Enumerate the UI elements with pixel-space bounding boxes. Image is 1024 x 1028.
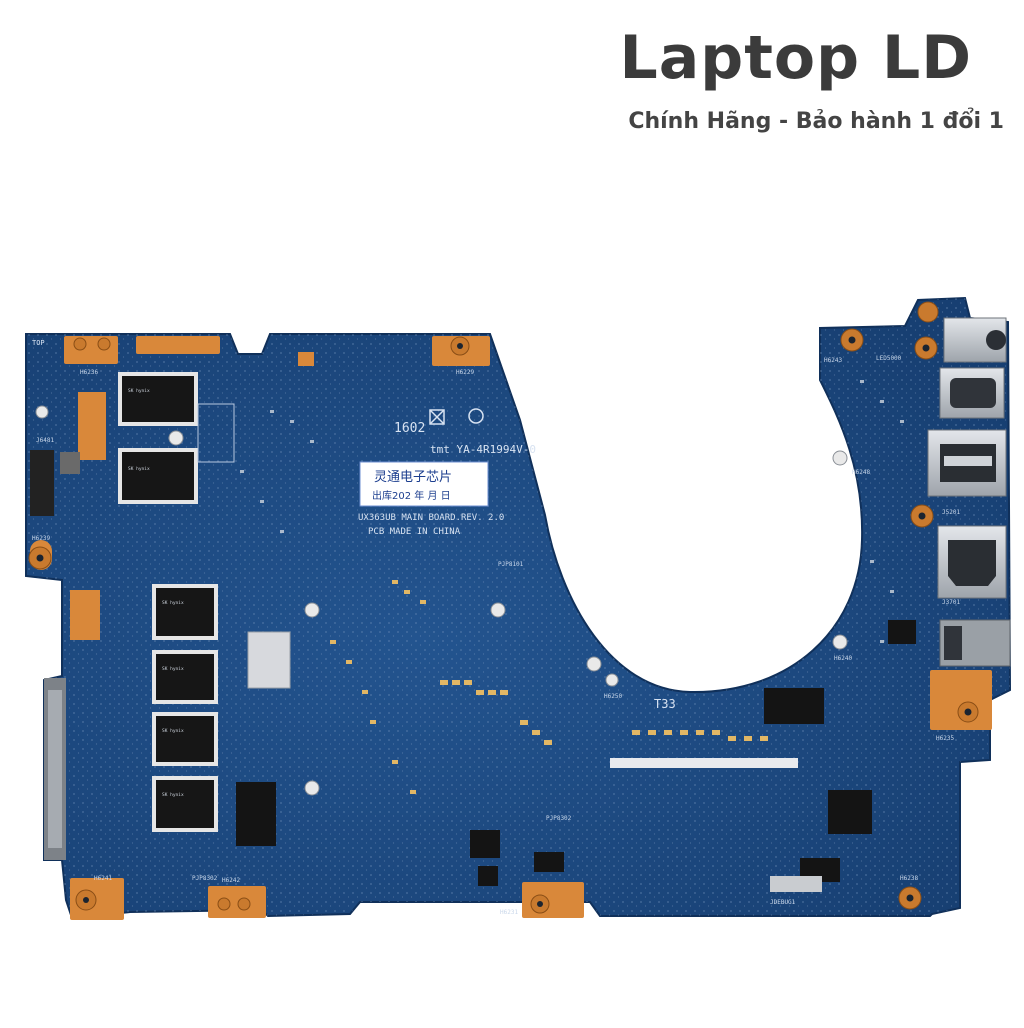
brand-title: Laptop LD (619, 23, 972, 93)
smd-components (330, 580, 768, 794)
svg-text:H6242: H6242 (222, 877, 240, 884)
svg-text:H6248: H6248 (852, 469, 870, 476)
dram-chips-column: SK hynix SK hynix SK hynix SK hynix (152, 584, 218, 832)
svg-text:H6235: H6235 (936, 735, 954, 742)
chip-label: SK hynix (128, 388, 150, 394)
svg-text:H6238: H6238 (900, 875, 918, 882)
screw-holes (28, 301, 979, 914)
mounting-pads (30, 336, 992, 920)
chip-label: SK hynix (162, 728, 184, 734)
board-model: UX363UB MAIN BOARD.REV. 2.0 (358, 513, 504, 523)
svg-text:PJP8302: PJP8302 (192, 875, 218, 882)
svg-text:H6240: H6240 (834, 655, 852, 662)
board-origin: PCB MADE IN CHINA (368, 527, 461, 537)
svg-text:PJP8101: PJP8101 (498, 561, 524, 568)
hole-labels: H6236 H6229 H6239 H6241 H6242 H6231 H623… (32, 357, 954, 916)
chip-label: SK hynix (162, 792, 184, 798)
svg-text:H6250: H6250 (604, 693, 622, 700)
svg-text:H6239: H6239 (32, 535, 50, 542)
board-mark: T33 (654, 697, 676, 711)
chip-label: SK hynix (162, 600, 184, 606)
svg-text:H6231: H6231 (500, 909, 518, 916)
ic-chips (30, 450, 916, 886)
sticker-line2: 出库202 年 月 日 (372, 489, 451, 502)
chip-label: SK hynix (128, 466, 150, 472)
brand-tagline: Chính Hãng - Bảo hành 1 đổi 1 (628, 109, 1004, 134)
chip-sticker: 灵通电子芯片 出库202 年 月 日 (359, 461, 489, 507)
sata-connector (44, 678, 66, 860)
svg-text:H6241: H6241 (94, 875, 112, 882)
svg-text:J3701: J3701 (942, 599, 960, 606)
io-ports (927, 317, 1011, 667)
corner-label: TOP (32, 339, 45, 347)
part-number: tmt YA-4R1994V-0 (430, 443, 536, 456)
audio-jack-top (943, 317, 1007, 363)
sticker-line1: 灵通电子芯片 (374, 470, 452, 485)
svg-text:H6243: H6243 (824, 357, 842, 364)
svg-text:J6481: J6481 (36, 437, 54, 444)
svg-text:J5201: J5201 (942, 509, 960, 516)
svg-text:H6229: H6229 (456, 369, 474, 376)
svg-text:LED5000: LED5000 (876, 355, 902, 362)
fpc-connector-strip (610, 758, 798, 768)
debug-connector (770, 876, 822, 892)
svg-text:JDEBUG1: JDEBUG1 (770, 899, 796, 906)
svg-text:H6236: H6236 (80, 369, 98, 376)
dram-chips-top: SK hynix SK hynix (118, 372, 235, 504)
connector-labels: J6481 LED5000 J5201 J3701 PJP8101 PJP830… (36, 355, 960, 906)
regulatory-marks (429, 408, 484, 425)
chip-label: SK hynix (162, 666, 184, 672)
svg-text:PJP8302: PJP8302 (546, 815, 572, 822)
metal-shield (247, 631, 291, 689)
date-code: 1602 (394, 421, 425, 436)
